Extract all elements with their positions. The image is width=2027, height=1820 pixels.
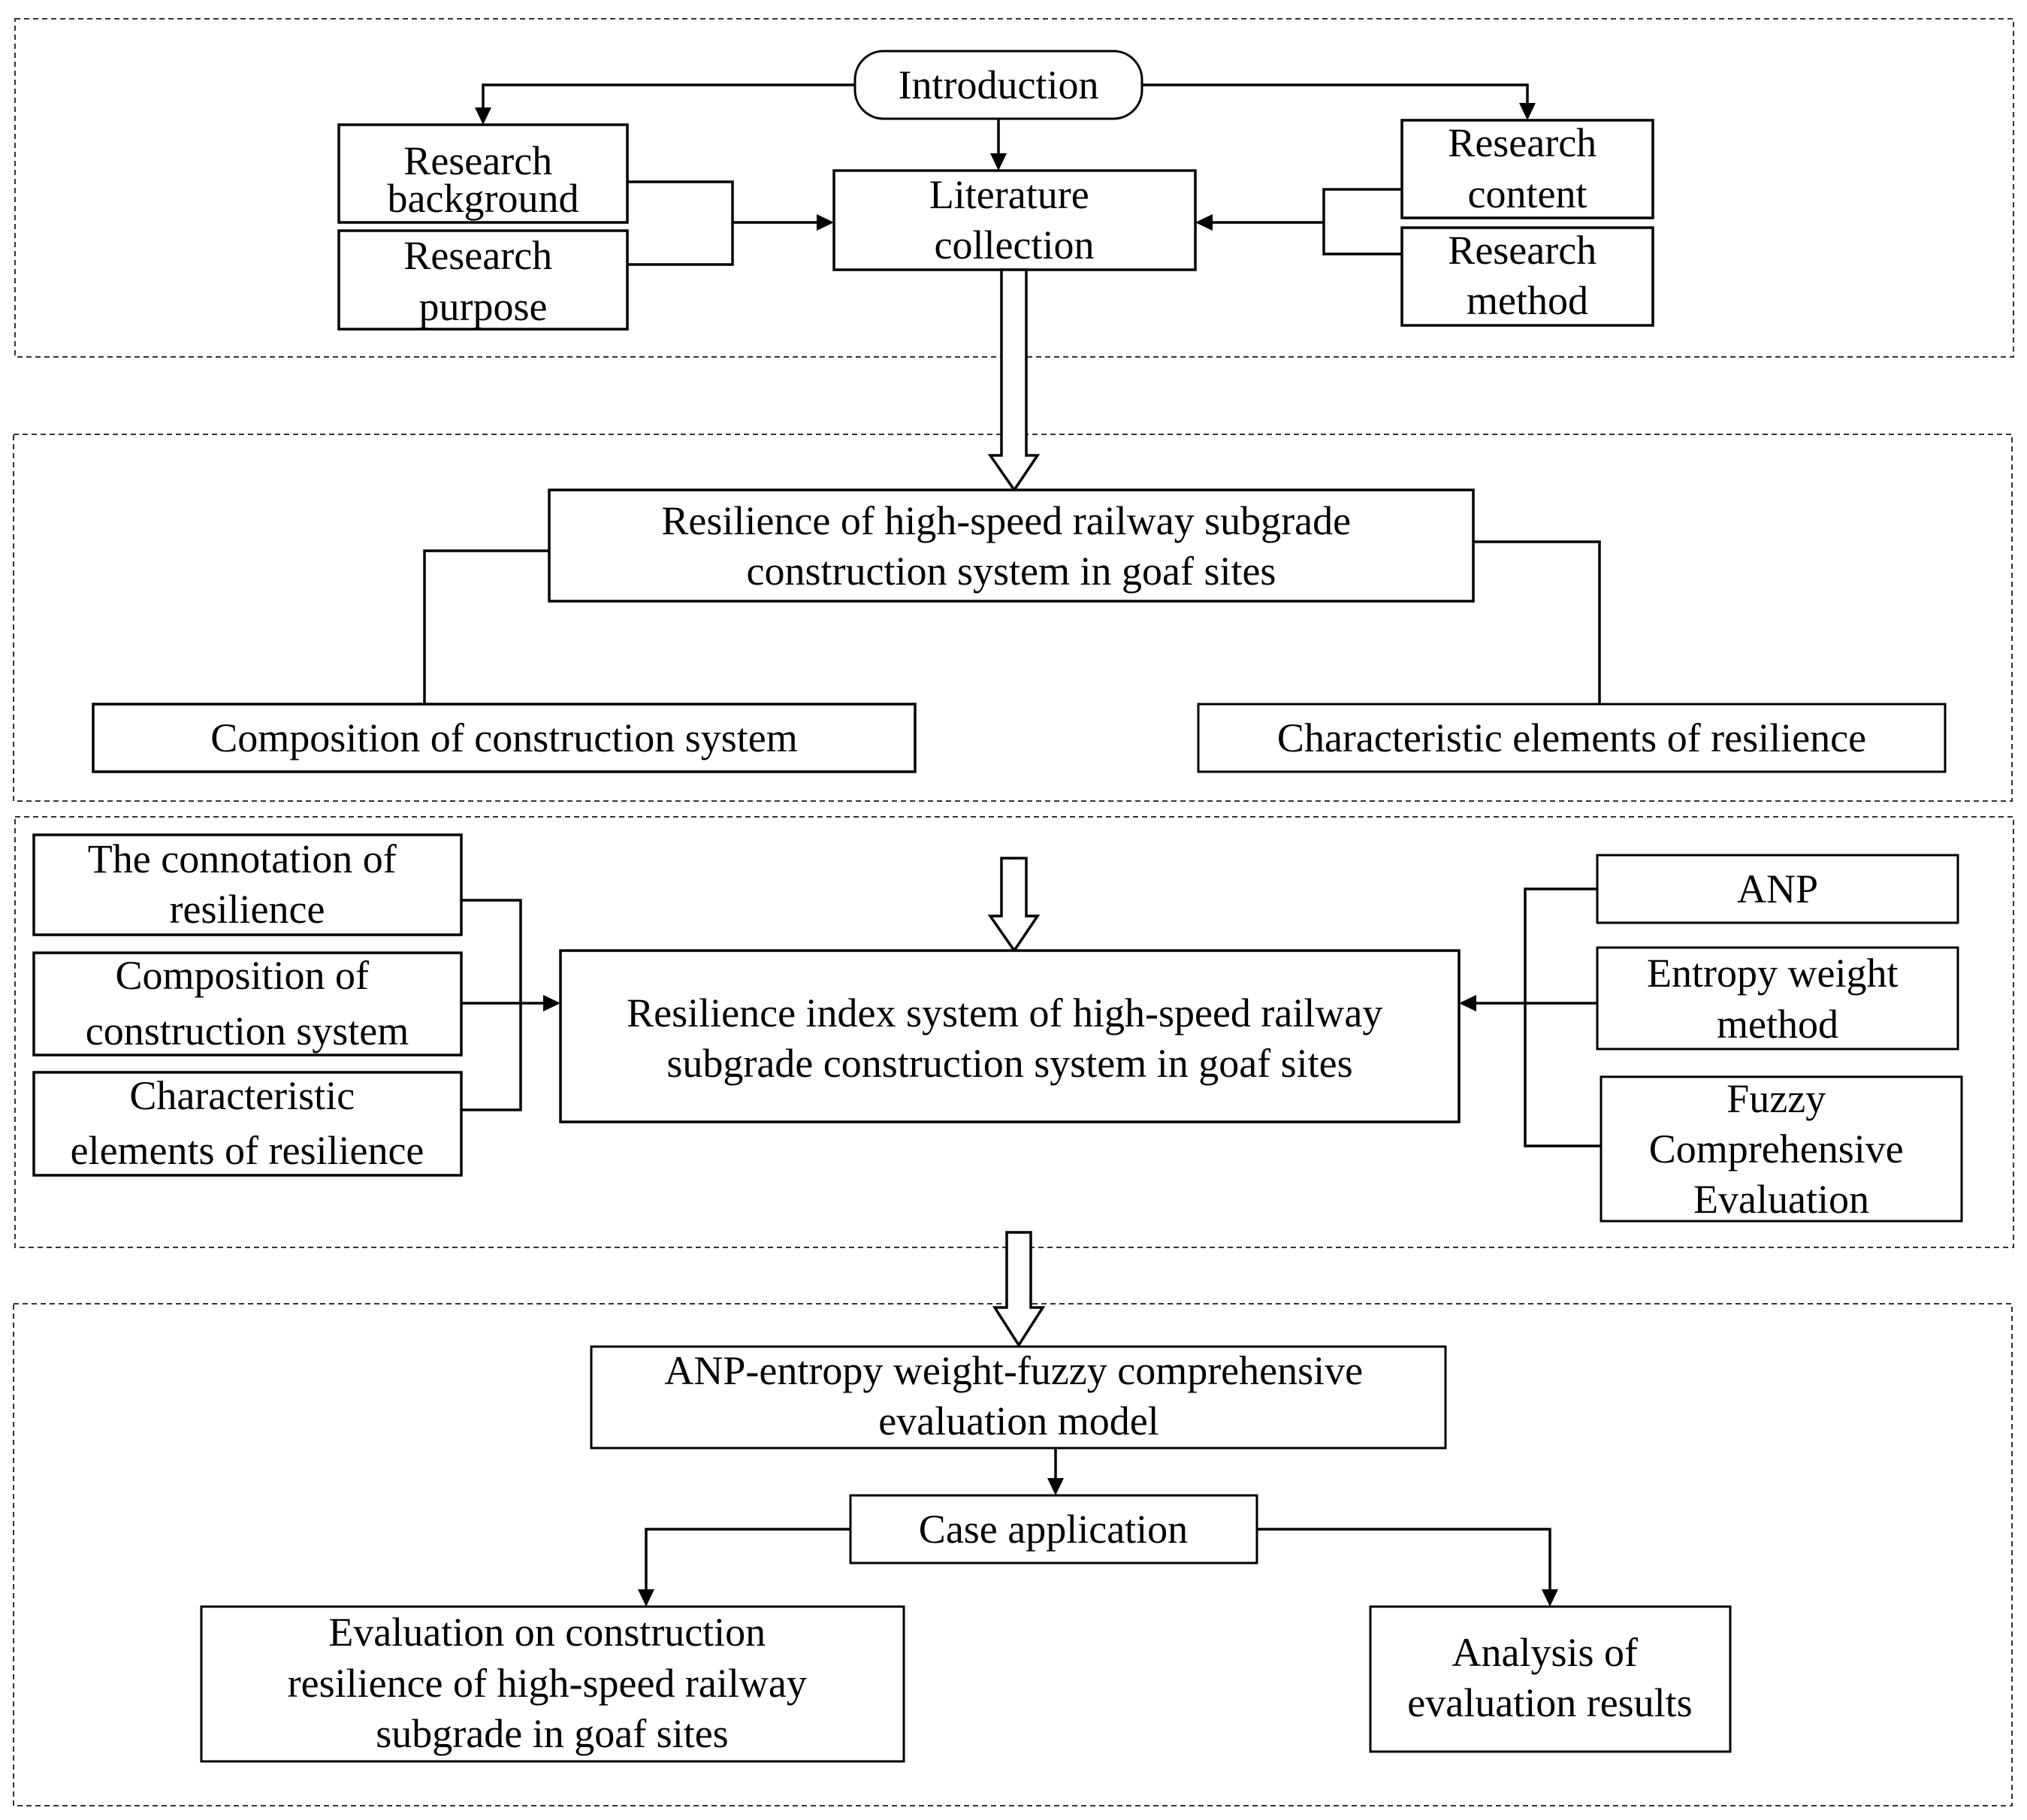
research-purpose-label: Research purpose [403, 219, 562, 329]
evaluation-node [200, 1605, 905, 1763]
case-to-analysis-arrowhead [1542, 1589, 1558, 1607]
composition-input-label: Composition of construction system [86, 939, 409, 1054]
fuzzy-node [1600, 1075, 1963, 1223]
analysis-node [1369, 1605, 1732, 1753]
connotation-label: The connotation of resilience [88, 823, 406, 932]
analysis-label: Analysis of evaluation results [1407, 1616, 1692, 1725]
right-bracket-arrowhead [1195, 214, 1213, 231]
research-purpose-node [337, 229, 629, 331]
index-system-node [559, 949, 1461, 1123]
flow-arrow-1 [987, 268, 1041, 493]
characteristic-input-label: Characteristic elements of resilience [71, 1060, 424, 1173]
entropy-label: Entropy weight method [1647, 937, 1908, 1047]
resilience-to-characteristic-connector [1473, 540, 1601, 704]
intro-to-content-arrowhead [1519, 103, 1536, 120]
case-application-label: Case application [919, 1507, 1188, 1552]
section-resilience-frame [13, 434, 2013, 802]
introduction-label: Introduction [899, 62, 1099, 107]
left-inputs-bracket-connector [461, 899, 543, 1111]
resilience-to-composition-connector [423, 549, 549, 704]
fuzzy-label: Fuzzy Comprehensive Evaluation [1649, 1063, 1914, 1222]
composition-input-node [32, 951, 463, 1057]
intro-to-literature-arrowhead [990, 153, 1007, 171]
research-method-label: Research method [1448, 214, 1606, 323]
research-content-label: Research content [1448, 107, 1606, 216]
connotation-node [32, 833, 463, 936]
composition-label: Composition of construction system [210, 715, 797, 760]
left-bracket-arrowhead [817, 214, 834, 231]
intro-to-background-arrowhead [475, 107, 491, 125]
right-methods-arrowhead [1459, 995, 1476, 1011]
anp-label: ANP [1737, 866, 1818, 912]
left-inputs-arrowhead [543, 995, 560, 1011]
flow-arrow-2 [987, 857, 1041, 954]
case-to-analysis-connector [1257, 1528, 1551, 1589]
characteristic-input-node [32, 1071, 463, 1177]
evaluation-label: Evaluation on construction resilience of… [288, 1596, 817, 1756]
right-bracket-connector [1213, 188, 1402, 255]
flow-arrow-3 [992, 1231, 1046, 1348]
characteristic-label: Characteristic elements of resilience [1277, 715, 1866, 760]
resilience-system-label: Resilience of high-speed railway subgrad… [661, 485, 1361, 594]
case-to-evaluation-arrowhead [638, 1589, 654, 1607]
literature-collection-label: Literature collection [929, 159, 1099, 268]
research-background-node [337, 123, 629, 224]
model-node [590, 1345, 1447, 1450]
right-methods-bracket-connector [1476, 887, 1601, 1147]
case-to-evaluation-connector [645, 1528, 850, 1589]
model-to-case-arrowhead [1047, 1478, 1064, 1495]
entropy-node [1596, 946, 1959, 1051]
index-system-label: Resilience index system of high-speed ra… [627, 977, 1393, 1086]
section-evaluation-frame [13, 1303, 2013, 1806]
model-label: ANP-entropy weight-fuzzy comprehensive e… [664, 1335, 1373, 1444]
composition-node [92, 703, 917, 773]
left-bracket-connector [627, 180, 817, 266]
characteristic-node [1197, 703, 1947, 773]
research-background-label: Research background [388, 125, 579, 221]
research-content-node [1400, 119, 1654, 219]
resilience-system-node [548, 488, 1475, 603]
research-method-node [1400, 226, 1654, 327]
intro-to-background-connector [482, 83, 855, 107]
intro-to-content-connector [1142, 83, 1529, 103]
